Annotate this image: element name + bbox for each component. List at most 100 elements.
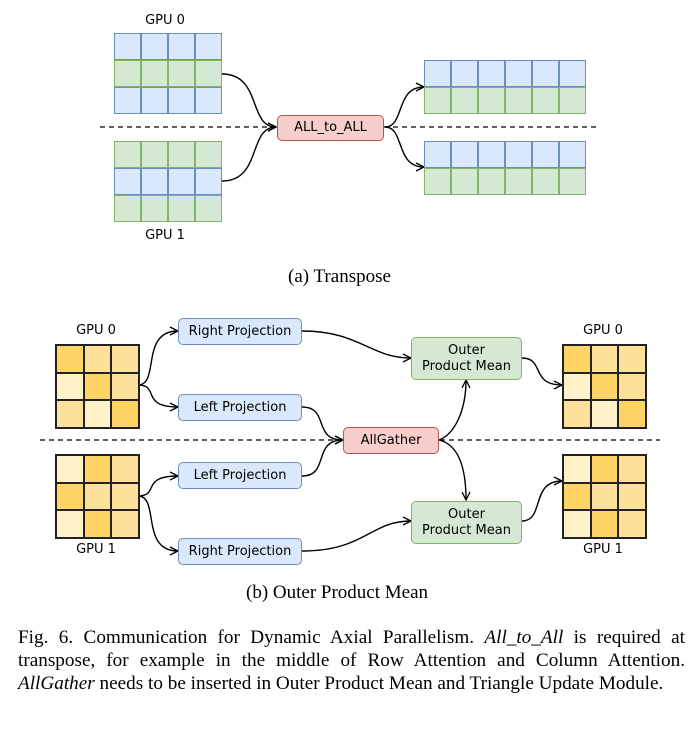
edge-allgather-to-opm-top: [438, 380, 466, 441]
output-bottom-matrix-a: [424, 141, 586, 195]
heat-cell-mid: [111, 455, 139, 483]
green-cell: [559, 168, 586, 195]
green-cell: [141, 141, 168, 168]
caption-emphasis: All_to_All: [484, 627, 564, 648]
heat-cell-mid: [618, 510, 646, 538]
heat-cell-light: [56, 372, 84, 400]
green-cell: [195, 141, 222, 168]
caption-emphasis: AllGather: [18, 673, 95, 694]
heat-cell-dark: [56, 482, 84, 510]
heat-cell-light: [563, 372, 591, 400]
gpu1-matrix-b-out: [562, 454, 647, 539]
edge-opm-bottom-to-gpu1: [521, 481, 562, 522]
blue-cell: [424, 60, 451, 87]
gpu1-matrix-b-in: [55, 454, 140, 539]
edge-gpu1-left-proj: [137, 476, 178, 497]
blue-cell: [114, 87, 141, 114]
heat-cell-mid: [111, 482, 139, 510]
heat-cell-dark: [56, 345, 84, 373]
edge-gpu0-left-proj: [137, 384, 178, 407]
green-cell: [141, 60, 168, 87]
heat-cell-light: [83, 400, 111, 428]
green-cell: [532, 87, 559, 114]
all-to-all-label: ALL_to_ALL: [294, 120, 367, 135]
heat-cell-dark: [590, 510, 618, 538]
green-cell: [168, 141, 195, 168]
green-cell: [505, 87, 532, 114]
green-cell: [505, 168, 532, 195]
edge-gpu0-to-alltoall: [221, 73, 276, 127]
heat-cell-mid: [111, 372, 139, 400]
green-cell: [195, 60, 222, 87]
green-cell: [195, 195, 222, 222]
heat-cell-light: [56, 455, 84, 483]
heat-cell-mid: [590, 482, 618, 510]
right-projection-bottom-label: Right Projection: [188, 543, 292, 559]
heat-cell-mid: [618, 372, 646, 400]
edge-lproj-top-to-allgather: [301, 406, 343, 440]
opm-top-label: Outer Product Mean: [422, 342, 511, 374]
edge-gpu0-right-proj: [137, 331, 178, 386]
heat-cell-dark: [563, 345, 591, 373]
figure-caption: Fig. 6. Communication for Dynamic Axial …: [18, 626, 685, 695]
left-projection-top-label: Left Projection: [193, 399, 287, 415]
output-top-matrix-a: [424, 60, 586, 114]
green-cell: [114, 141, 141, 168]
blue-cell: [478, 141, 505, 168]
blue-cell: [451, 141, 478, 168]
green-cell: [451, 168, 478, 195]
subcaption-b: (b) Outer Product Mean: [246, 582, 429, 603]
heat-cell-dark: [83, 372, 111, 400]
heat-cell-light: [563, 510, 591, 538]
edge-rproj-bottom-to-opm: [301, 521, 411, 552]
opm-top-node: Outer Product Mean: [411, 337, 522, 380]
edge-gpu1-to-alltoall: [221, 127, 276, 182]
heat-cell-light: [563, 455, 591, 483]
heat-cell-mid: [618, 345, 646, 373]
heat-cell-mid: [111, 345, 139, 373]
gpu0-label-a: GPU 0: [145, 13, 185, 28]
heat-cell-light: [590, 400, 618, 428]
blue-cell: [195, 168, 222, 195]
heat-cell-dark: [83, 455, 111, 483]
blue-cell: [424, 141, 451, 168]
green-cell: [168, 60, 195, 87]
blue-cell: [532, 141, 559, 168]
gpu0-label-b-out: GPU 0: [583, 323, 623, 338]
heat-cell-dark: [563, 482, 591, 510]
left-projection-bottom-label: Left Projection: [193, 467, 287, 483]
heat-cell-mid: [590, 345, 618, 373]
blue-cell: [114, 33, 141, 60]
allgather-label: AllGather: [360, 432, 422, 448]
heat-cell-mid: [83, 345, 111, 373]
subcaption-a: (a) Transpose: [288, 266, 391, 287]
edge-alltoall-to-bottom: [384, 126, 424, 167]
green-cell: [114, 60, 141, 87]
heat-cell-dark: [83, 510, 111, 538]
right-projection-top-label: Right Projection: [188, 323, 292, 339]
edge-opm-top-to-gpu0: [521, 357, 562, 385]
blue-cell: [141, 168, 168, 195]
heat-cell-mid: [618, 455, 646, 483]
heat-cell-dark: [590, 372, 618, 400]
green-cell: [451, 87, 478, 114]
blue-cell: [195, 87, 222, 114]
edge-alltoall-to-top: [384, 87, 424, 128]
blue-cell: [168, 87, 195, 114]
blue-cell: [505, 141, 532, 168]
blue-cell: [451, 60, 478, 87]
blue-cell: [559, 60, 586, 87]
allgather-node: AllGather: [343, 427, 439, 454]
edge-allgather-to-opm-bottom: [438, 439, 466, 500]
green-cell: [478, 87, 505, 114]
right-projection-bottom: Right Projection: [178, 538, 302, 565]
heat-cell-mid: [111, 510, 139, 538]
blue-cell: [195, 33, 222, 60]
blue-cell: [141, 33, 168, 60]
green-cell: [114, 195, 141, 222]
heat-cell-mid: [563, 400, 591, 428]
gpu1-matrix-a: [114, 141, 222, 222]
gpu1-label-b-in: GPU 1: [76, 542, 116, 557]
